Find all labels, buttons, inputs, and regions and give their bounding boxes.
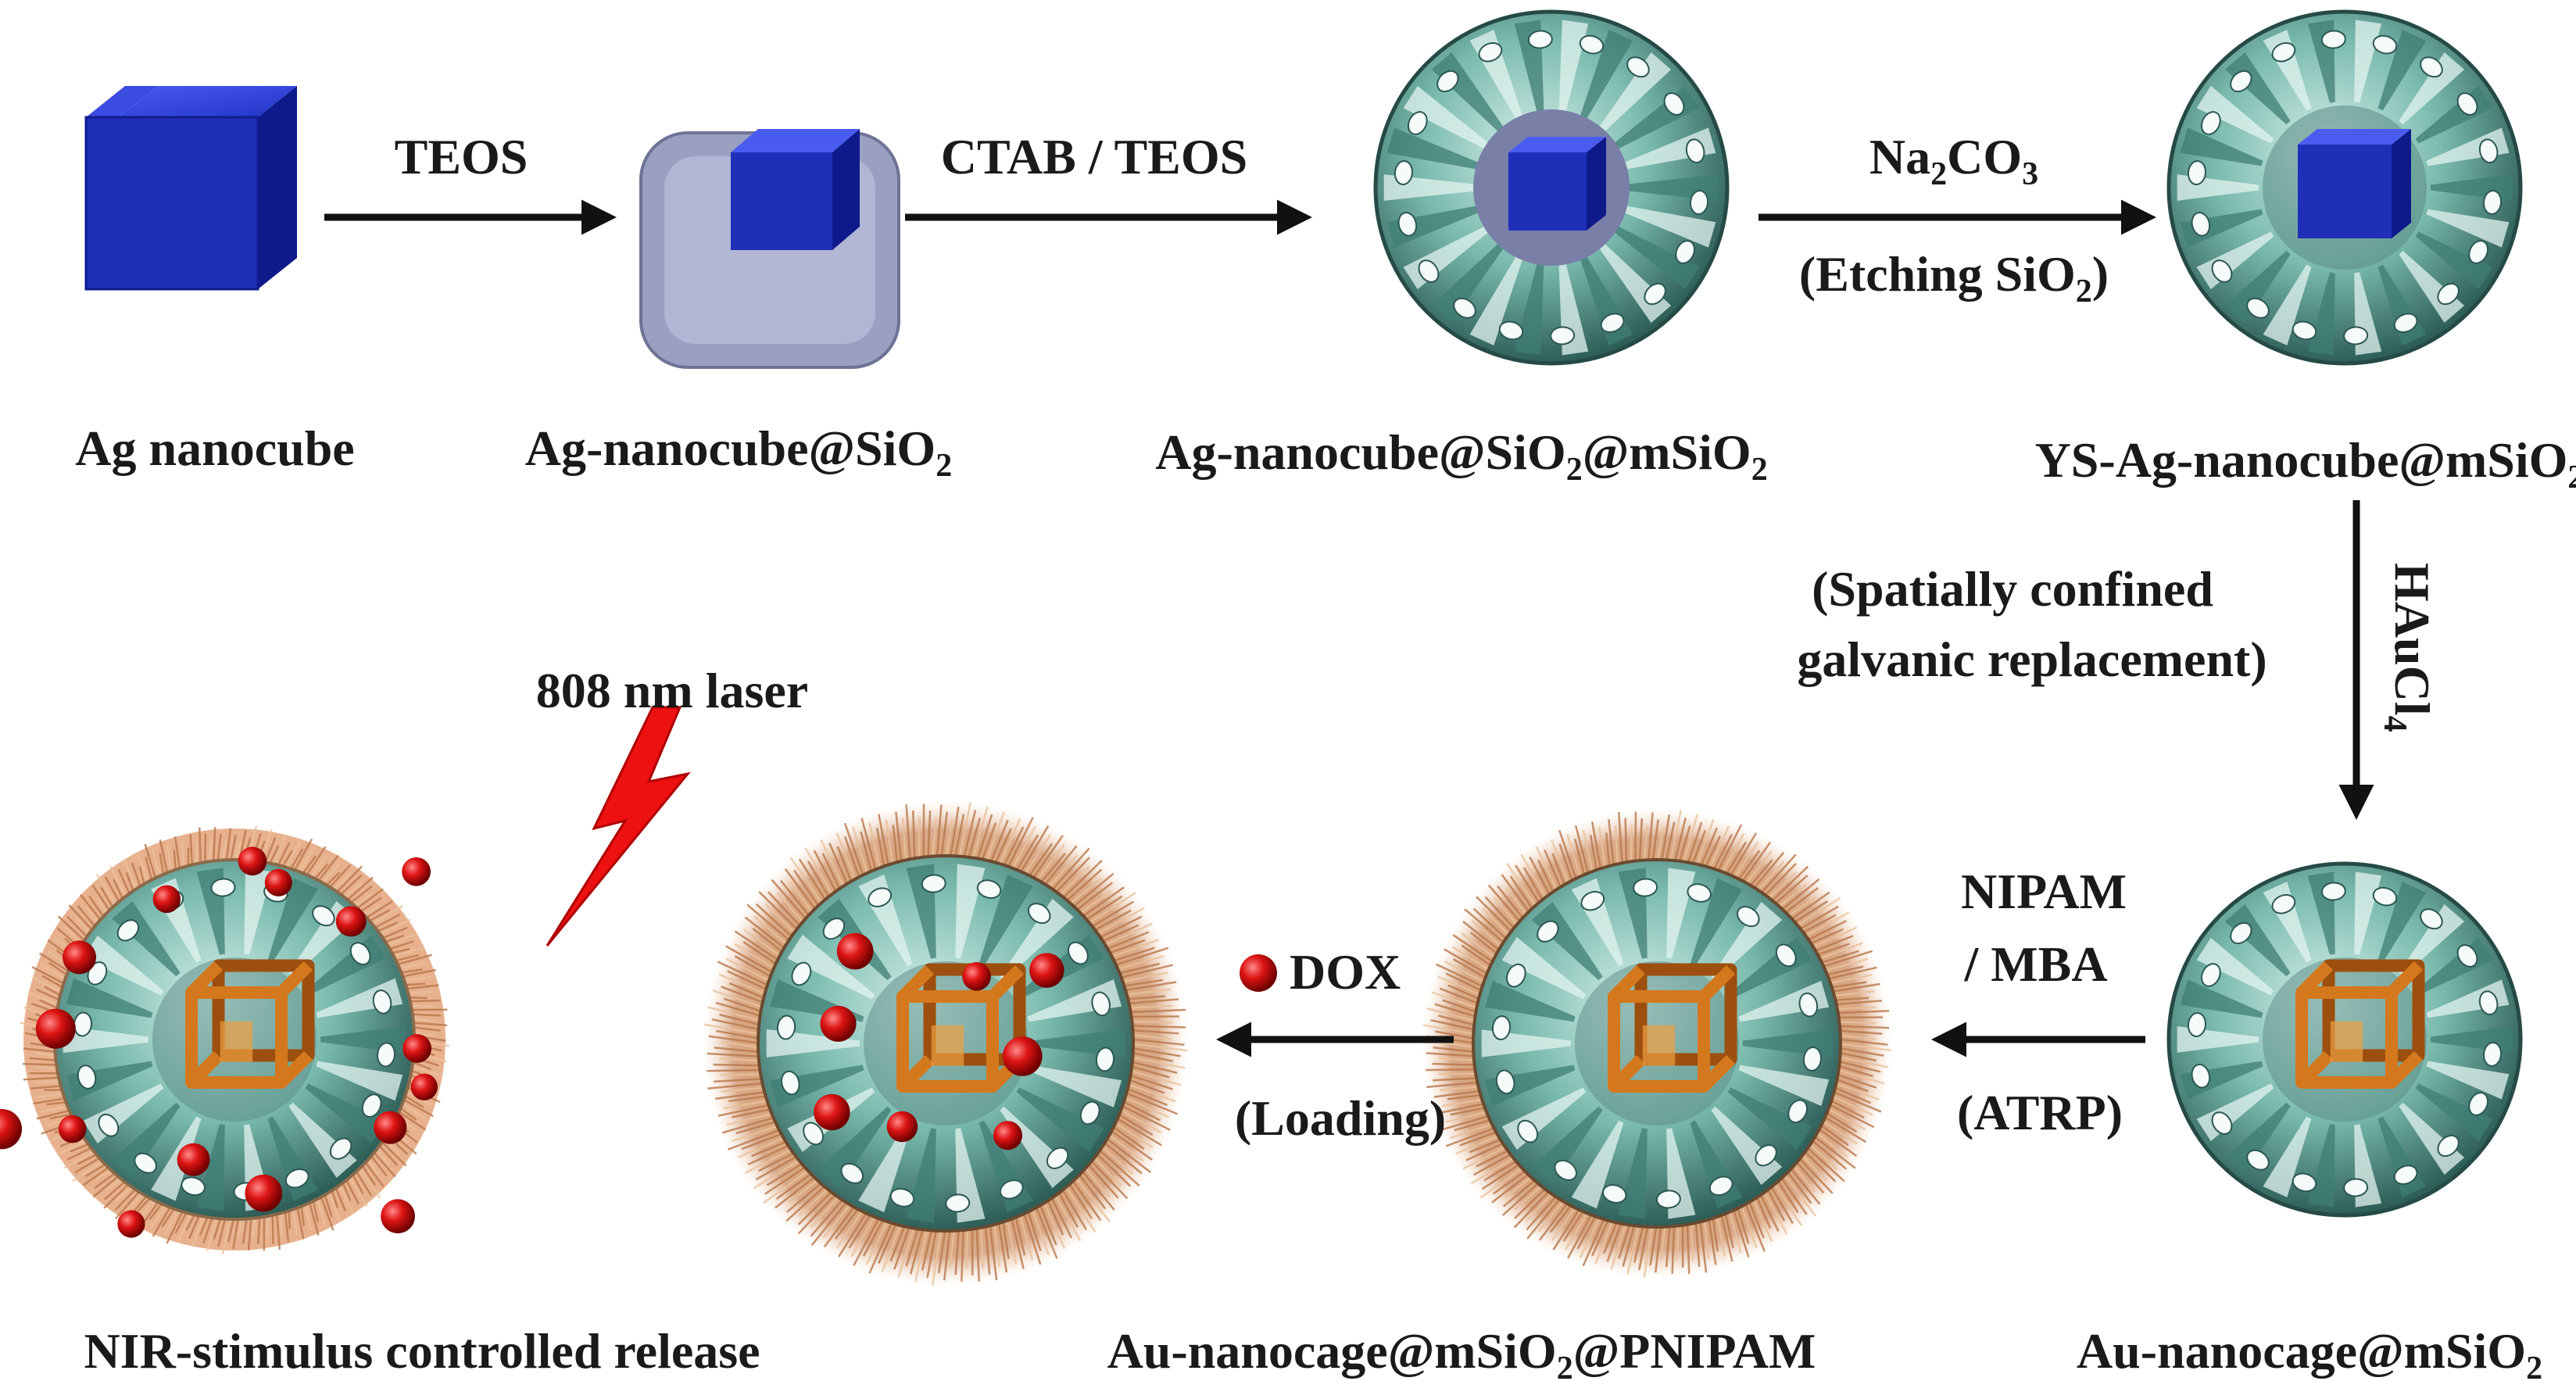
au-nanocage-pnipam-particle bbox=[1422, 809, 1892, 1278]
dox-molecule bbox=[177, 1143, 210, 1176]
dox-molecule bbox=[264, 868, 292, 896]
pore-dots bbox=[2187, 882, 2503, 1197]
label-dox: DOX bbox=[1290, 944, 1401, 1000]
pore-dots bbox=[776, 874, 1115, 1213]
mesoporous-channels bbox=[2177, 871, 2513, 1208]
label-teos: TEOS bbox=[395, 129, 528, 184]
dox-molecule bbox=[836, 932, 874, 970]
mesoporous-channels bbox=[766, 864, 1125, 1223]
nir-release-particle bbox=[0, 825, 450, 1254]
label-atrp: (ATRP) bbox=[1957, 1085, 2123, 1140]
dox-molecule bbox=[117, 1210, 145, 1238]
pnipam-brush bbox=[703, 802, 1189, 1286]
gold-nanocage-icon bbox=[185, 959, 315, 1089]
label-au-nanocage-pnipam: Au-nanocage@mSiO2@PNIPAM bbox=[1107, 1323, 1816, 1386]
dox-molecule bbox=[58, 1115, 87, 1143]
dox-molecules bbox=[814, 932, 1064, 1150]
label-loading: (Loading) bbox=[1235, 1090, 1446, 1146]
label-808-laser: 808 nm laser bbox=[536, 663, 808, 718]
dox-molecule bbox=[1002, 1036, 1043, 1076]
gold-nanocage-icon bbox=[1608, 963, 1737, 1093]
dox-molecule bbox=[35, 1008, 76, 1049]
ag-sio2-particle bbox=[639, 129, 900, 369]
dox-loaded-particle bbox=[703, 801, 1189, 1286]
dox-molecule bbox=[410, 1073, 438, 1100]
dox-molecule bbox=[820, 1005, 857, 1042]
label-ag-sio2: Ag-nanocube@SiO2 bbox=[525, 420, 952, 484]
label-au-nanocage: Au-nanocage@mSiO2 bbox=[2077, 1323, 2542, 1386]
dox-molecule-icon bbox=[1240, 954, 1277, 992]
label-haucl4: HAuCl4 bbox=[2377, 563, 2440, 732]
label-mba: / MBA bbox=[1963, 936, 2107, 992]
dox-molecule bbox=[245, 1174, 283, 1212]
gold-nanocage-icon bbox=[2295, 959, 2425, 1089]
ys-ag-msio2-particle bbox=[2166, 9, 2523, 366]
dox-molecule bbox=[402, 857, 431, 886]
pore-dots bbox=[1394, 30, 1709, 345]
label-galvanic-replacement: galvanic replacement) bbox=[1797, 632, 2267, 687]
pore-dots bbox=[1491, 878, 1823, 1209]
dox-molecule bbox=[993, 1121, 1023, 1150]
ag-sio2-msio2-particle bbox=[1373, 9, 1730, 366]
label-spatially-confined: (Spatially confined bbox=[1812, 561, 2213, 617]
dox-molecule bbox=[152, 885, 181, 914]
dox-molecule bbox=[0, 1108, 23, 1150]
dox-molecule bbox=[238, 846, 267, 876]
ag-nanocube-particle bbox=[84, 86, 297, 291]
label-ag-sio2-msio2: Ag-nanocube@SiO2@mSiO2 bbox=[1155, 424, 1767, 488]
pore-dots bbox=[73, 878, 396, 1201]
dox-molecule bbox=[381, 1199, 415, 1234]
label-nipam: NIPAM bbox=[1961, 864, 2127, 919]
dox-molecule bbox=[1029, 953, 1064, 988]
laser-bolt-icon bbox=[546, 706, 691, 946]
dox-molecules bbox=[0, 846, 438, 1238]
au-nanocage-msio2-particle bbox=[2166, 861, 2523, 1218]
label-ys-ag: YS-Ag-nanocube@mSiO2 bbox=[2035, 432, 2576, 496]
label-na2co3: Na2CO3 bbox=[1869, 129, 2038, 192]
dox-molecule bbox=[374, 1111, 407, 1144]
dox-molecule bbox=[335, 906, 367, 937]
pore-dots bbox=[2187, 30, 2503, 345]
dox-molecule bbox=[402, 1034, 432, 1063]
dox-molecule bbox=[63, 940, 97, 975]
label-nir-release: NIR-stimulus controlled release bbox=[84, 1323, 760, 1379]
pnipam-brush bbox=[1422, 810, 1892, 1278]
label-etching: (Etching SiO2) bbox=[1799, 246, 2109, 309]
dox-molecule bbox=[962, 961, 991, 991]
label-ag-nanocube: Ag nanocube bbox=[75, 420, 354, 476]
dox-molecule bbox=[886, 1111, 918, 1143]
label-ctab-teos: CTAB / TEOS bbox=[941, 129, 1247, 184]
dox-molecule bbox=[814, 1093, 850, 1131]
